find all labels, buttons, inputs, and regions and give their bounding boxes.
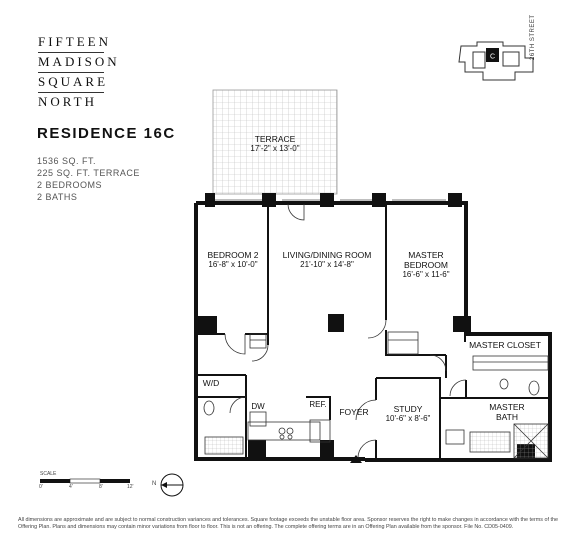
logo-line-4: NORTH: [38, 94, 97, 109]
room-wd: W/D: [198, 378, 224, 388]
logo-divider: [38, 72, 104, 73]
room-master-closet: MASTER CLOSET: [460, 340, 550, 350]
closet-shelving: [249, 331, 549, 371]
study-name: STUDY: [393, 404, 423, 414]
scale-tick-12: 12': [127, 484, 134, 490]
living-name: LIVING/DINING ROOM: [282, 250, 372, 260]
key-plan-unit-marker: [486, 48, 499, 62]
entry-marker: [350, 455, 362, 463]
master-bedroom-name-2: BEDROOM: [404, 260, 448, 270]
bedroom2-name: BEDROOM 2: [207, 250, 259, 260]
wd-name: W/D: [202, 378, 220, 388]
scale-tick-8: 8': [99, 484, 103, 490]
foyer-name: FOYER: [339, 407, 369, 417]
room-ref: REF.: [305, 400, 331, 410]
room-dw: DW: [248, 402, 268, 412]
residence-title: RESIDENCE 16C: [37, 125, 176, 142]
room-terrace: TERRACE 17'-2" x 13'-0": [215, 134, 335, 154]
terrace-dims: 17'-2" x 13'-0": [250, 144, 300, 153]
structural-columns: [197, 193, 535, 460]
stat-baths: 2 BATHS: [37, 192, 78, 202]
study-dims: 10'-6" x 8'-6": [385, 414, 431, 423]
door-swings: [224, 203, 467, 459]
room-master-bath: MASTER BATH: [470, 402, 544, 422]
room-bedroom-2: BEDROOM 2 16'-8" x 10'-0": [198, 250, 268, 270]
scale-tick-0: 0': [39, 484, 43, 490]
stat-bedrooms: 2 BEDROOMS: [37, 180, 103, 190]
ref-name: REF.: [309, 400, 327, 409]
stat-terrace-area: 225 SQ. FT. TERRACE: [37, 168, 140, 178]
scale-label: SCALE: [40, 471, 57, 477]
bedroom2-dims: 16'-8" x 10'-0": [208, 260, 258, 269]
dw-name: DW: [251, 402, 265, 411]
logo-divider: [38, 52, 104, 53]
logo-line-1: FIFTEEN: [38, 34, 111, 49]
north-arrow: [160, 473, 184, 497]
master-bedroom-name-1: MASTER: [408, 250, 444, 260]
master-bath-name-1: MASTER: [489, 402, 525, 412]
master-closet-name: MASTER CLOSET: [469, 340, 541, 350]
living-dims: 21'-10" x 14'-8": [300, 260, 354, 269]
scale-bar: [40, 478, 130, 484]
terrace-floor: [212, 89, 338, 195]
room-study: STUDY 10'-6" x 8'-6": [378, 404, 438, 424]
key-plan: C: [458, 41, 534, 81]
logo-line-3: SQUARE: [38, 74, 109, 89]
master-bath-name-2: BATH: [495, 412, 519, 422]
stat-area: 1536 SQ. FT.: [37, 156, 97, 166]
room-foyer: FOYER: [334, 407, 374, 417]
room-living-dining: LIVING/DINING ROOM 21'-10" x 14'-8": [268, 250, 386, 270]
master-bedroom-dims: 16'-6" x 11-6": [402, 270, 450, 279]
kitchen-counter: [247, 411, 331, 443]
terrace-name: TERRACE: [254, 134, 296, 144]
room-master-bedroom: MASTER BEDROOM 16'-6" x 11-6": [386, 250, 466, 280]
logo-line-2: MADISON: [38, 54, 120, 69]
bath-fixtures: [203, 378, 549, 459]
north-label: N: [152, 481, 157, 487]
logo-divider: [38, 92, 104, 93]
scale-tick-4: 4': [69, 484, 73, 490]
disclaimer: All dimensions are approximate and are s…: [18, 517, 558, 530]
key-plan-unit-label: C: [490, 54, 495, 61]
